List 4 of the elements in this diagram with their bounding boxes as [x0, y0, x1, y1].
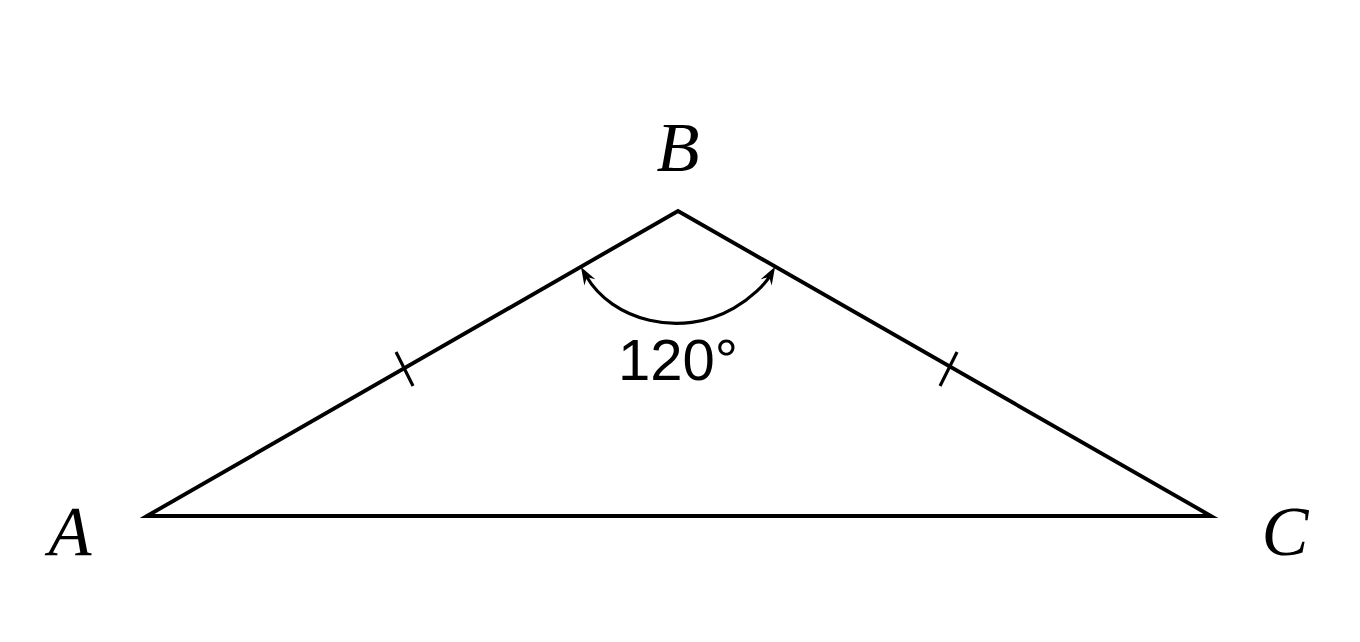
- vertex-label: C: [1265, 508, 1310, 556]
- vertex-label: B: [657, 124, 698, 172]
- angle-label: 120°: [622, 339, 735, 381]
- vertex-label: A: [44, 508, 92, 556]
